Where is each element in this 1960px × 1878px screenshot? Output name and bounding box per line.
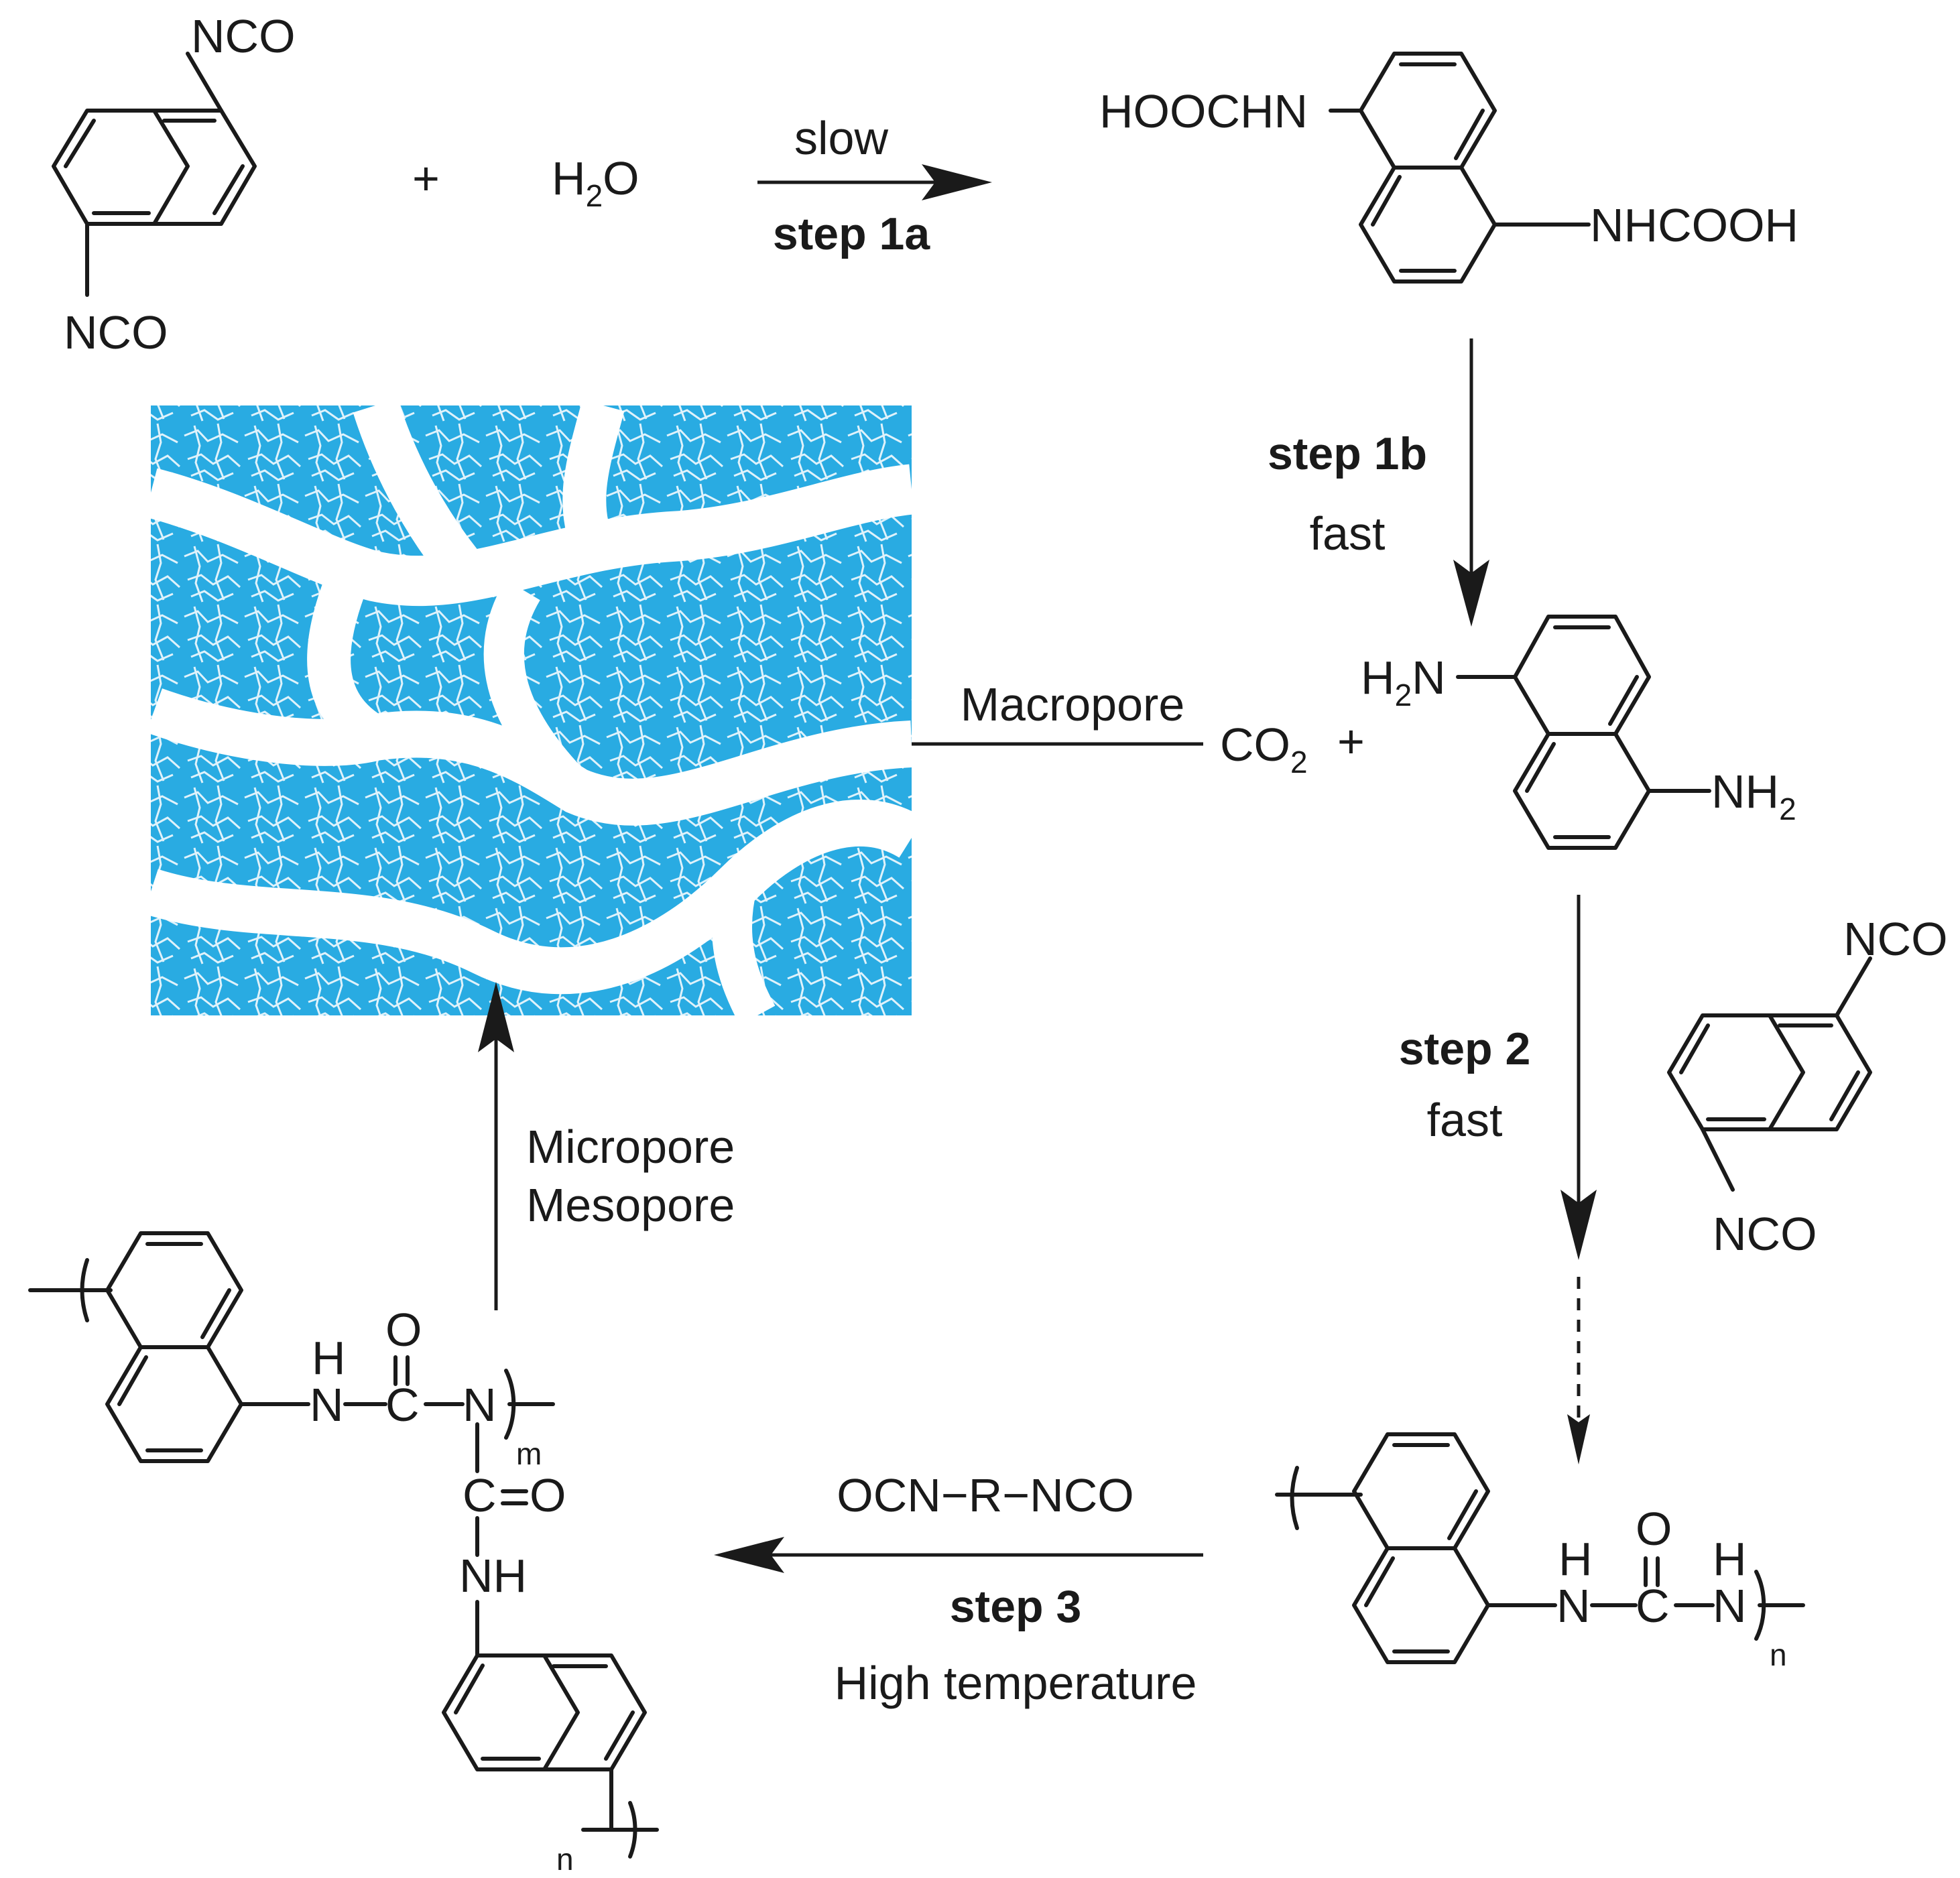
ndi-reagent-molecule: NCO NCO: [1667, 913, 1948, 1260]
polyurea-molecule: H N C O H N n: [1275, 1432, 1805, 1672]
naphthalene-diamine-molecule: H2N NH2: [1361, 615, 1796, 850]
crosslink-nh: NH: [459, 1550, 527, 1602]
crosslink-n-1: N: [310, 1379, 344, 1431]
step-1a-condition: slow: [794, 112, 888, 164]
step-1b-arrow: step 1b fast: [1268, 338, 1489, 627]
nhcooh-label: NHCOOH: [1590, 199, 1798, 251]
step-2-arrow: step 2 fast: [1399, 895, 1597, 1464]
step-1a-arrow: slow step 1a: [757, 112, 992, 259]
step-1a-label: step 1a: [773, 208, 931, 259]
macropore-label: Macropore: [961, 678, 1185, 731]
micro-mesopore-arrow: Micropore Mesopore: [478, 982, 735, 1310]
co2-formula: CO2: [1220, 718, 1308, 779]
step-3-condition: High temperature: [835, 1657, 1197, 1709]
urea-h-2: H: [1713, 1533, 1747, 1585]
crosslink-o-2: O: [530, 1469, 566, 1521]
repeat-index-m: m: [516, 1436, 542, 1471]
crosslink-o-1: O: [385, 1304, 422, 1356]
hoochn-label: HOOCHN: [1099, 85, 1308, 137]
nco-label-right-bottom: NCO: [1713, 1208, 1817, 1260]
repeat-index-n-2: n: [556, 1842, 574, 1877]
ndi-reactant-molecule: NCO NCO: [52, 10, 296, 359]
step-3-label: step 3: [950, 1581, 1082, 1632]
step-1b-condition: fast: [1310, 507, 1386, 560]
step-3-reagent: OCN−R−NCO: [837, 1469, 1134, 1521]
micropore-label: Micropore: [526, 1121, 735, 1173]
porous-structure-image: [151, 405, 912, 1015]
plus-sign-1: +: [412, 152, 440, 204]
svg-text:H2O: H2O: [552, 152, 639, 213]
urea-h-1: H: [1558, 1533, 1593, 1585]
crosslinked-polymer-molecule: H N C O N m C O NH n: [28, 1231, 659, 1877]
crosslink-c-2: C: [463, 1469, 497, 1521]
step-2-condition: fast: [1427, 1094, 1503, 1146]
step-1b-label: step 1b: [1268, 428, 1427, 479]
crosslink-h-1: H: [312, 1332, 346, 1384]
plus-sign-2: +: [1337, 715, 1365, 767]
crosslink-c-1: C: [385, 1379, 420, 1431]
crosslink-n-2: N: [463, 1379, 497, 1431]
urea-n-2: N: [1713, 1580, 1747, 1632]
step-2-label: step 2: [1399, 1023, 1531, 1074]
nh2-label: NH2: [1711, 765, 1796, 826]
nco-label-bottom: NCO: [64, 306, 168, 359]
mesopore-label: Mesopore: [526, 1179, 735, 1231]
nco-label-top: NCO: [191, 10, 296, 62]
urea-o: O: [1636, 1503, 1672, 1555]
urea-c: C: [1636, 1580, 1670, 1632]
urea-n-1: N: [1556, 1580, 1591, 1632]
nco-label-right-top: NCO: [1843, 913, 1948, 965]
step-3-arrow: OCN−R−NCO step 3 High temperature: [714, 1469, 1203, 1709]
repeat-index-n: n: [1770, 1637, 1787, 1672]
svg-text:CO2: CO2: [1220, 718, 1308, 779]
carbamic-acid-molecule: HOOCHN NHCOOH: [1099, 52, 1798, 284]
h2n-label: H2N: [1361, 651, 1446, 712]
water-formula: H2O: [552, 152, 639, 213]
